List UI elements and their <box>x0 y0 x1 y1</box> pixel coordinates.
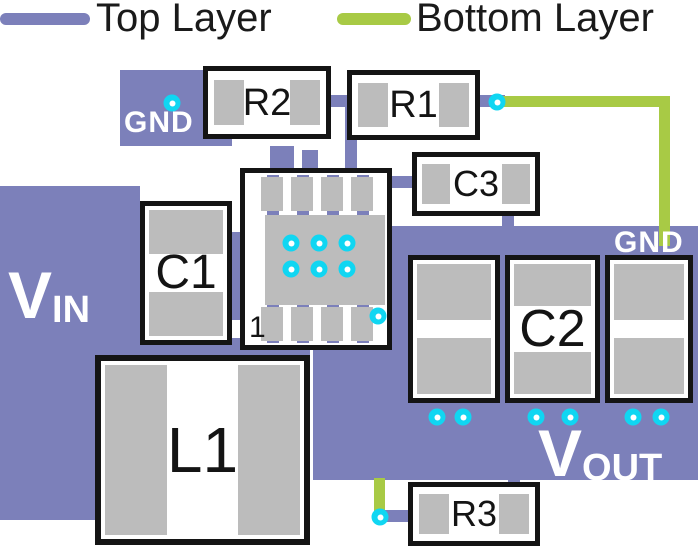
via <box>163 94 181 112</box>
via <box>454 408 472 426</box>
bottom-trace-r3 <box>374 478 385 522</box>
vout-label-main: V <box>538 416 583 490</box>
bottom-trace-r1-horizontal <box>492 96 670 107</box>
via <box>527 408 545 426</box>
trace-ic-c3 <box>388 176 418 188</box>
r2-pad-right <box>290 80 320 125</box>
cap-pad-bottom <box>614 338 684 394</box>
trace-c3-vout <box>502 212 514 228</box>
cap-pad-top <box>417 264 491 320</box>
vin-label-sub: IN <box>52 289 91 331</box>
gnd-label-top-left: GND <box>124 106 194 139</box>
vout-label: VOUT <box>538 420 663 489</box>
via <box>338 234 356 252</box>
r3-pad-left <box>419 494 449 534</box>
via <box>428 408 446 426</box>
r2-pad-left <box>214 80 244 125</box>
bottom-trace-right-vertical <box>659 96 670 246</box>
via <box>624 408 642 426</box>
c1-pad-bottom <box>149 292 223 336</box>
capacitor-output-a <box>408 255 500 403</box>
u1-pin-pad <box>351 307 373 341</box>
legend-bottom-layer-label: Bottom Layer <box>416 0 654 40</box>
capacitor-c3: C3 <box>412 152 540 216</box>
r3-pad-right <box>499 494 529 534</box>
vout-label-sub: OUT <box>582 447 663 489</box>
via <box>338 260 356 278</box>
c3-pad-right <box>502 164 530 204</box>
via <box>652 408 670 426</box>
u1-thermal-pad <box>265 215 385 305</box>
via <box>488 93 506 111</box>
u1-pin-pad <box>261 177 283 211</box>
capacitor-output-c <box>605 255 693 403</box>
via <box>369 307 387 325</box>
cap-pad-top <box>614 264 684 320</box>
top-layer-color-swatch <box>0 13 90 25</box>
u1-pin-pad <box>261 307 283 341</box>
gnd-label-right: GND <box>614 226 684 259</box>
u1-pin-pad <box>321 307 343 341</box>
resistor-r2: R2 <box>203 66 331 139</box>
via <box>282 260 300 278</box>
vin-label-main: V <box>8 258 53 332</box>
via <box>371 508 389 526</box>
c1-pad-top <box>149 210 223 254</box>
via <box>310 260 328 278</box>
c2-pad-bottom <box>514 352 591 394</box>
via <box>310 234 328 252</box>
l1-pad-right <box>238 365 300 535</box>
trace-r3-vout <box>508 464 520 484</box>
l1-pad-left <box>105 365 167 535</box>
c3-pad-left <box>422 164 450 204</box>
via <box>561 408 579 426</box>
trace-ic-stub-b <box>302 150 318 170</box>
c2-pad-top <box>514 264 591 306</box>
legend-top-layer-label: Top Layer <box>96 0 272 40</box>
vout-pour-left <box>313 350 393 480</box>
u1-pin-pad <box>291 307 313 341</box>
u1-pin-pad <box>291 177 313 211</box>
u1-pin-pad <box>351 177 373 211</box>
via <box>282 234 300 252</box>
r1-pad-left <box>358 83 388 127</box>
vin-label: VIN <box>8 262 91 331</box>
cap-pad-bottom <box>417 338 491 394</box>
vin-l1-pour-strip <box>0 338 310 358</box>
trace-ic-stub-a <box>270 146 294 170</box>
bottom-layer-color-swatch <box>337 13 411 25</box>
u1-pin-pad <box>321 177 343 211</box>
r1-pad-right <box>439 83 469 127</box>
